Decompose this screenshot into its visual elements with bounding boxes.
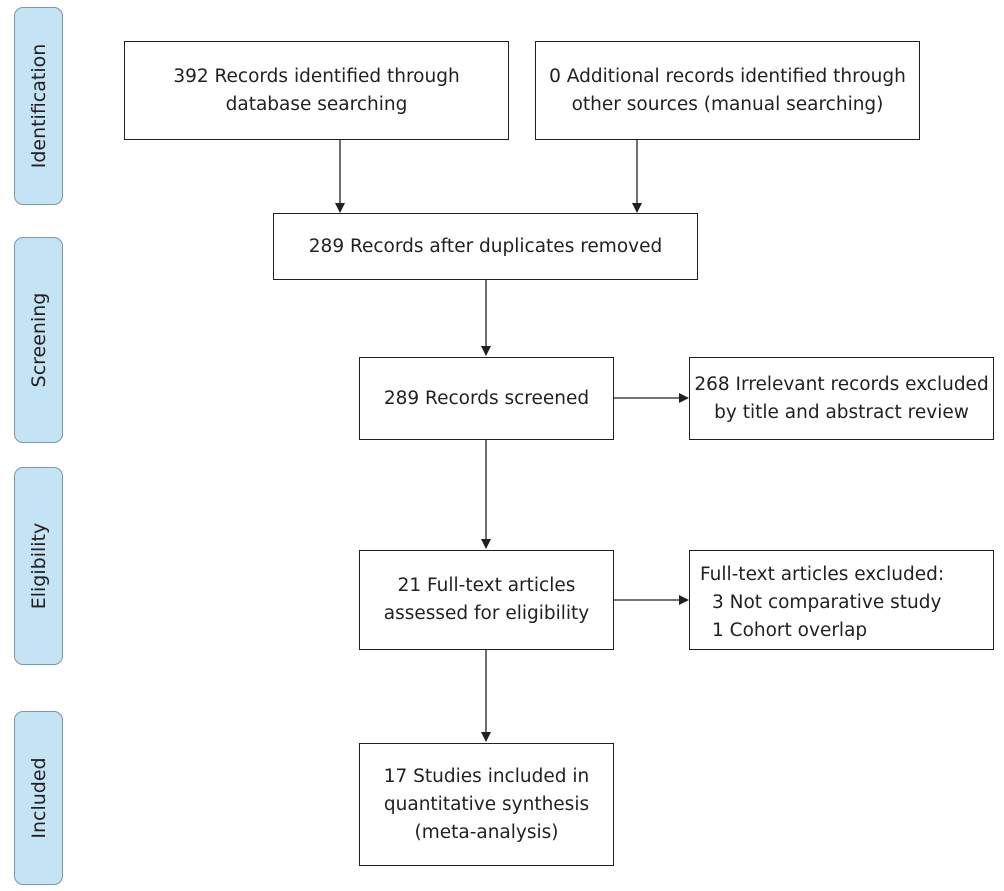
included-studies-box: 17 Studies included in quantitative synt…: [359, 743, 614, 866]
after-duplicates-box: 289 Records after duplicates removed: [273, 213, 698, 280]
stage-included: Included: [14, 711, 63, 885]
box-text-line: 21 Full-text articles: [397, 575, 576, 596]
box-text-line: 392 Records identified through: [173, 65, 460, 87]
stage-screening: Screening: [14, 237, 63, 443]
database-search-box: 392 Records identified through database …: [124, 41, 509, 140]
box-text-line: Full-text articles excluded:: [700, 564, 945, 585]
stage-identification: Identification: [14, 7, 63, 205]
additional-records-box: 0 Additional records identified through …: [535, 41, 920, 140]
box-text-line: 1 Cohort overlap: [712, 620, 868, 641]
box-text-line: database searching: [225, 93, 408, 115]
box-text-line: quantitative synthesis: [383, 793, 590, 815]
box-text-line: (meta-analysis): [414, 821, 559, 843]
excluded-title-abstract-box: 268 Irrelevant records excluded by title…: [689, 357, 994, 440]
box-text-line: 289 Records screened: [383, 387, 590, 409]
records-screened-box: 289 Records screened: [359, 357, 614, 440]
box-text-line: other sources (manual searching): [571, 93, 884, 115]
box-text-line: 3 Not comparative study: [712, 592, 942, 613]
box-text-line: assessed for eligibility: [383, 603, 590, 624]
box-text-line: 0 Additional records identified through: [549, 65, 906, 87]
box-text-line: by title and abstract review: [714, 401, 969, 423]
full-text-excluded-box: Full-text articles excluded: 3 Not compa…: [689, 550, 994, 650]
full-text-assessed-box: 21 Full-text articles assessed for eligi…: [359, 550, 614, 650]
stage-eligibility: Eligibility: [14, 467, 63, 665]
box-text-line: 17 Studies included in: [383, 765, 590, 787]
box-text-line: 289 Records after duplicates removed: [308, 235, 663, 257]
box-text-line: 268 Irrelevant records excluded: [694, 373, 989, 395]
